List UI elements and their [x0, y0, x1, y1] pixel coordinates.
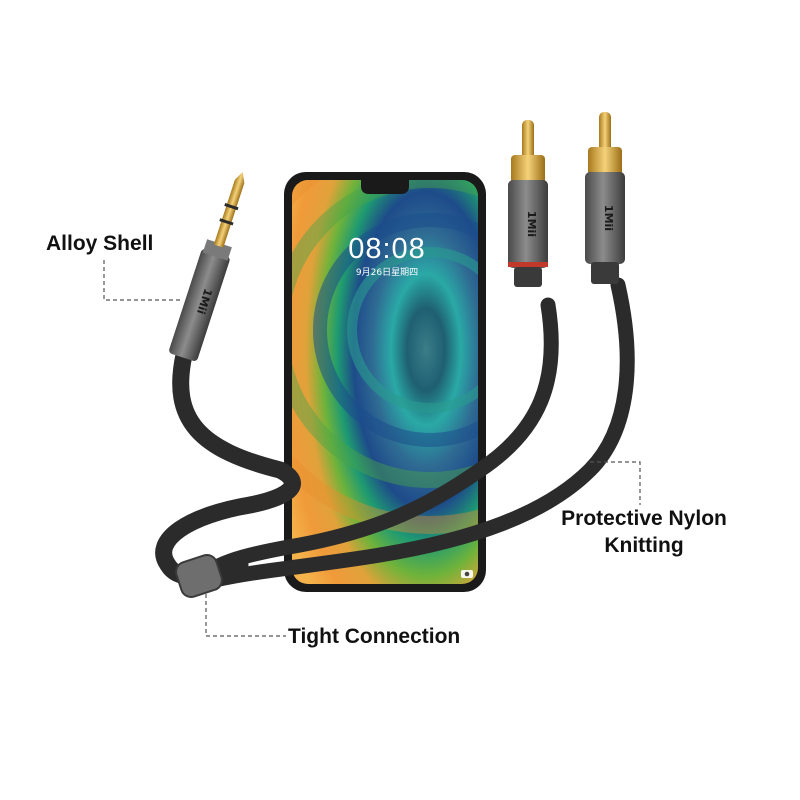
tight-leader [205, 594, 286, 637]
rca-white-logo: 1Mii [602, 205, 615, 231]
smartphone [284, 172, 486, 592]
alloy-leader [103, 260, 180, 301]
red-ring [508, 262, 548, 267]
phone-wallpaper [292, 180, 478, 584]
callout-alloy-shell: Alloy Shell [46, 232, 154, 255]
phone-clock: 08:08 [348, 233, 426, 265]
cable [155, 277, 635, 599]
aux-plug: 1Mii [169, 171, 245, 361]
callout-tight-connection: Tight Connection [288, 625, 461, 648]
phone-notch [361, 180, 409, 194]
callout-protective-line1: Protective Nylon [561, 507, 727, 530]
nylon-leader [590, 461, 641, 505]
rca-plug-white: 1Mii [585, 112, 625, 284]
camera-icon [461, 570, 473, 578]
rca-red-logo: 1Mii [525, 211, 538, 237]
splitter-joint [175, 553, 223, 599]
phone-date: 9月26日星期四 [355, 268, 419, 278]
callout-protective-nylon: Protective Nylon Knitting [549, 505, 739, 559]
leader-lines [103, 260, 641, 637]
callout-protective-line2: Knitting [604, 534, 684, 557]
rca-plug-red: 1Mii [508, 120, 548, 287]
